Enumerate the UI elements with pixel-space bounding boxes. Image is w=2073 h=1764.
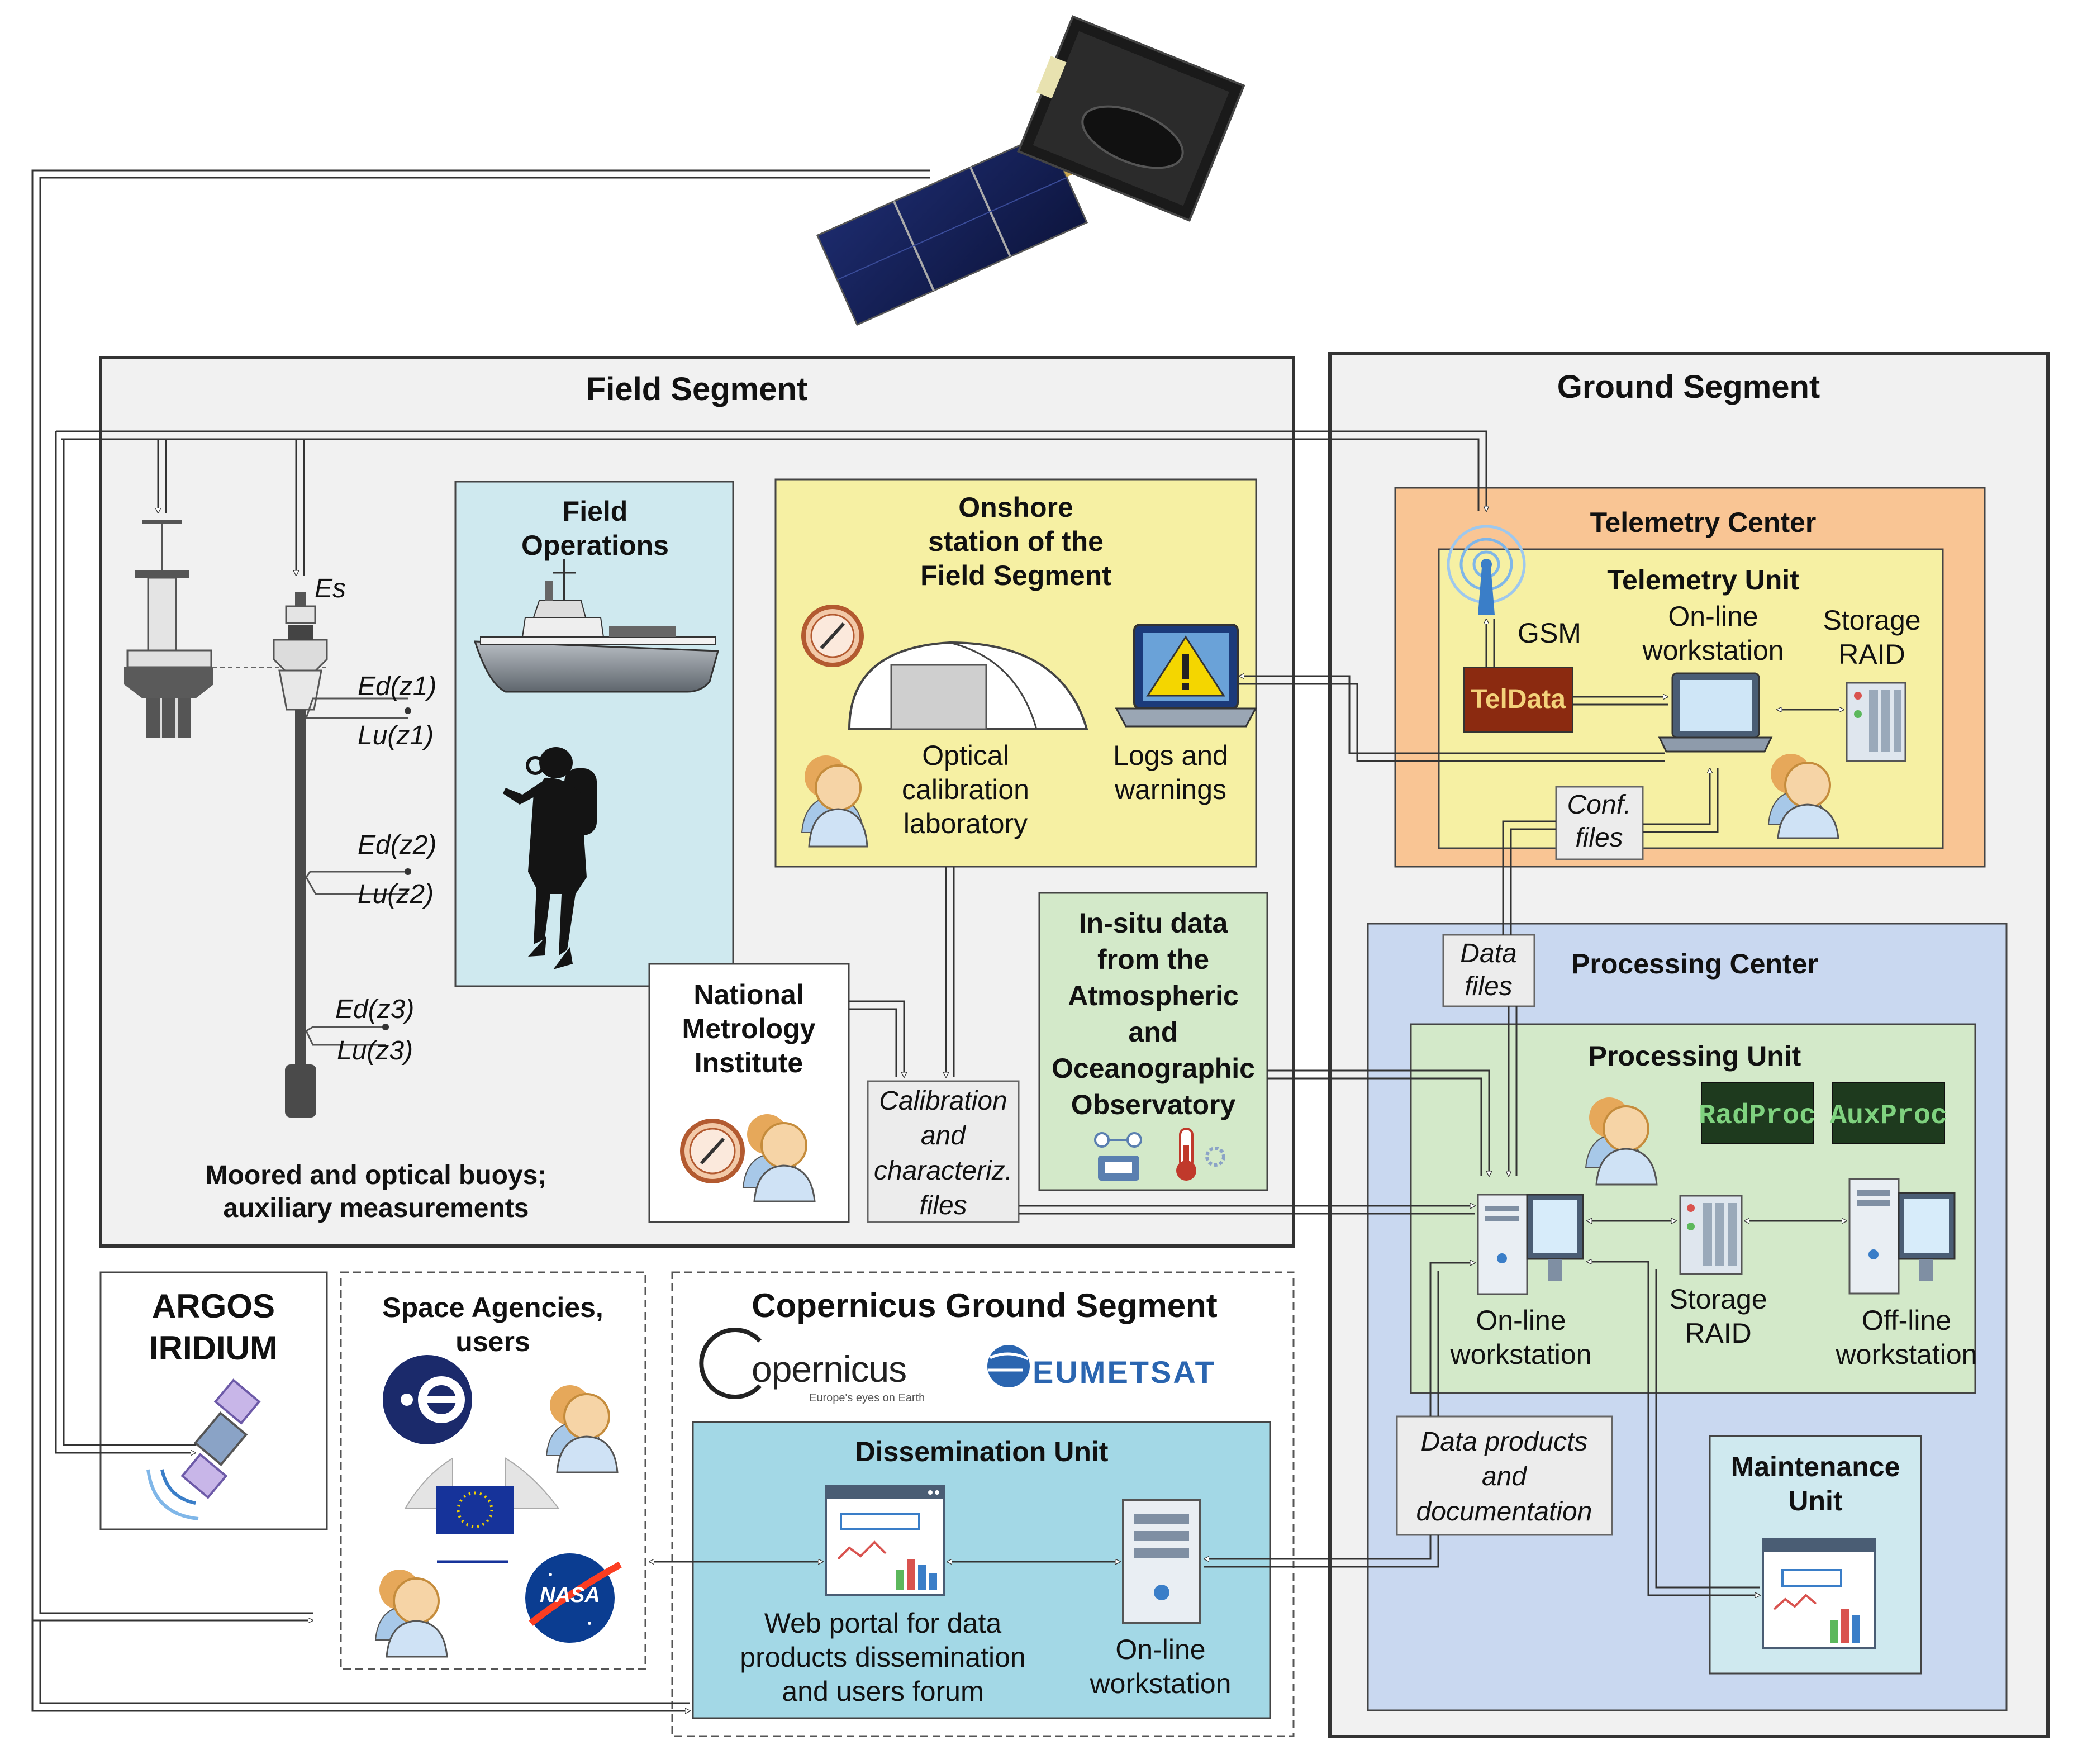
server-icon-dissemination bbox=[1122, 1499, 1201, 1624]
copernicus-logo bbox=[699, 1328, 762, 1399]
person-icon-nmi bbox=[742, 1114, 816, 1202]
data-files-label: Data files bbox=[1460, 939, 1517, 1001]
data-products-label: Data products and documentation bbox=[1416, 1427, 1592, 1527]
field-operations-box bbox=[454, 481, 734, 987]
web-dashboard-icon-maintenance bbox=[1762, 1538, 1876, 1649]
nmi-label: National Metrology Institute bbox=[682, 979, 816, 1078]
ship-icon bbox=[473, 559, 719, 693]
gsm-antenna-icon bbox=[1447, 525, 1526, 615]
teldata-box bbox=[1463, 667, 1573, 733]
buoys-caption: Moored and optical buoys; auxiliary meas… bbox=[205, 1161, 547, 1223]
calibration-lab-building-icon bbox=[848, 641, 1088, 730]
person-icon-onshore bbox=[801, 755, 868, 848]
telemetry-storage-raid-label: Storage RAID bbox=[1823, 605, 1921, 670]
field-operations-title: Field Operations bbox=[521, 496, 669, 561]
moored-buoy-icon bbox=[124, 520, 213, 738]
conf-files-label: Conf. files bbox=[1567, 790, 1632, 853]
gauge-icon-onshore bbox=[801, 605, 864, 667]
diver-icon bbox=[503, 747, 597, 969]
gauge-icon-nmi bbox=[680, 1119, 745, 1183]
storage-raid-icon-telemetry bbox=[1846, 682, 1906, 762]
anemometer-icon bbox=[1094, 1132, 1142, 1181]
laptop-warning-icon bbox=[1115, 624, 1257, 728]
web-portal-label: Web portal for data products disseminati… bbox=[740, 1608, 1026, 1707]
processing-center-title: Processing Center bbox=[1571, 948, 1818, 980]
logs-warnings-label: Logs and warnings bbox=[1113, 740, 1228, 805]
radproc-label: RadProc bbox=[1698, 1100, 1817, 1132]
person-icon-processing bbox=[1585, 1097, 1658, 1186]
sensor-label-es: Es bbox=[315, 574, 346, 603]
nasa-logo bbox=[525, 1553, 622, 1643]
space-agencies-title: Space Agencies, users bbox=[382, 1292, 603, 1357]
esa-logo bbox=[383, 1355, 472, 1444]
conf-files-box bbox=[1555, 786, 1644, 860]
copernicus-title: Copernicus Ground Segment bbox=[752, 1287, 1218, 1324]
calibration-files-box bbox=[867, 1080, 1020, 1223]
teldata-label: TelData bbox=[1471, 684, 1566, 714]
dissemination-online-workstation-label: On-line workstation bbox=[1090, 1634, 1232, 1699]
copernicus-logo-text: opernicus bbox=[752, 1348, 907, 1390]
eumetsat-logo bbox=[987, 1345, 1030, 1387]
sensor-label-lu-z1: Lu(z1) bbox=[358, 721, 434, 750]
insitu-label: In-situ data from the Atmospheric and Oc… bbox=[1052, 907, 1255, 1120]
telemetry-unit-title: Telemetry Unit bbox=[1607, 564, 1799, 596]
insitu-box bbox=[1038, 892, 1268, 1191]
storage-raid-icon-processing bbox=[1679, 1195, 1743, 1275]
optical-buoy-icon bbox=[273, 592, 411, 1118]
person-icon-telemetry bbox=[1767, 754, 1839, 839]
sensor-label-ed-z1: Ed(z1) bbox=[358, 672, 437, 701]
eumetsat-logo-text: EUMETSAT bbox=[1033, 1354, 1216, 1390]
calibration-files-label: Calibration and characteriz. files bbox=[873, 1086, 1013, 1221]
person-icon-agencies-2 bbox=[374, 1570, 448, 1658]
radproc-box bbox=[1701, 1082, 1814, 1144]
sensor-label-ed-z3: Ed(z3) bbox=[335, 995, 415, 1024]
field-segment-title: Field Segment bbox=[586, 371, 808, 407]
maintenance-unit-title: Maintenance Unit bbox=[1730, 1451, 1900, 1516]
copernicus-tagline: Europe's eyes on Earth bbox=[809, 1392, 925, 1404]
sensor-label-lu-z2: Lu(z2) bbox=[358, 879, 434, 909]
satellite-icon bbox=[816, 15, 1245, 326]
processing-storage-raid-label: Storage RAID bbox=[1669, 1283, 1767, 1349]
auxproc-label: AuxProc bbox=[1829, 1100, 1948, 1132]
web-dashboard-icon-portal bbox=[825, 1485, 945, 1596]
european-commission-logo bbox=[404, 1457, 560, 1563]
telemetry-center-title: Telemetry Center bbox=[1590, 507, 1817, 538]
ground-segment-title: Ground Segment bbox=[1557, 369, 1820, 405]
data-products-box bbox=[1396, 1415, 1613, 1536]
auxproc-box bbox=[1832, 1082, 1945, 1144]
gsm-label: GSM bbox=[1518, 617, 1581, 649]
dissemination-unit-title: Dissemination Unit bbox=[855, 1436, 1109, 1467]
nasa-logo-text: NASA bbox=[540, 1584, 600, 1607]
argos-iridium-title: ARGOS IRIDIUM bbox=[149, 1287, 278, 1367]
data-files-box bbox=[1442, 934, 1535, 1007]
laptop-icon-telemetry bbox=[1658, 672, 1773, 753]
processing-offline-workstation-label: Off-line workstation bbox=[1836, 1305, 1977, 1370]
workstation-icon-offline bbox=[1848, 1178, 1956, 1295]
telemetry-online-workstation-label: On-line workstation bbox=[1642, 601, 1784, 666]
person-icon-agencies-1 bbox=[545, 1385, 619, 1473]
optical-lab-label: Optical calibration laboratory bbox=[902, 740, 1029, 839]
processing-unit-title: Processing Unit bbox=[1588, 1040, 1801, 1072]
thermometer-icon bbox=[1176, 1128, 1225, 1181]
processing-online-workstation-label: On-line workstation bbox=[1450, 1305, 1592, 1370]
workstation-icon-online bbox=[1477, 1194, 1584, 1295]
sensor-label-lu-z3: Lu(z3) bbox=[337, 1036, 413, 1066]
onshore-station-title: Onshore station of the Field Segment bbox=[920, 492, 1111, 591]
argos-satellite-icon bbox=[146, 1378, 261, 1520]
sensor-label-ed-z2: Ed(z2) bbox=[358, 830, 437, 860]
connectors bbox=[31, 169, 1847, 1711]
